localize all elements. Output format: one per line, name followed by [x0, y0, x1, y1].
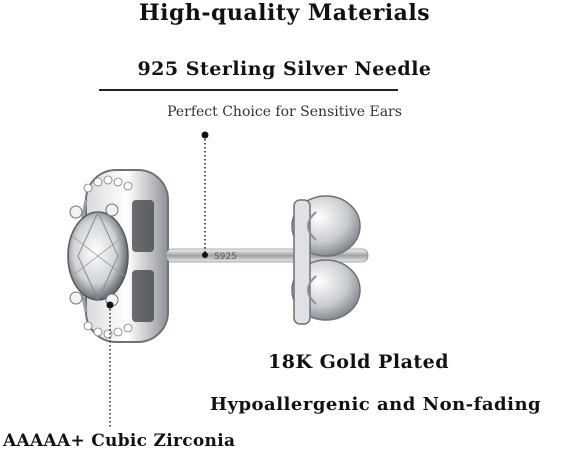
- butterfly-back-icon: [291, 195, 361, 325]
- pointer-lines: [106, 131, 209, 428]
- title-high-quality: High-quality Materials: [138, 0, 431, 26]
- caption-sensitive-ears: Perfect Choice for Sensitive Ears: [167, 104, 402, 120]
- hypoallergenic-label: Hypoallergenic and Non-fading: [210, 394, 542, 415]
- halo-stones: [83, 175, 133, 339]
- subtitle-needle: 925 Sterling Silver Needle: [137, 58, 432, 80]
- cubic-zirconia-gem-icon: [67, 203, 129, 307]
- gold-plated-label: 18K Gold Plated: [268, 351, 450, 373]
- s925-stamp: S925: [214, 252, 237, 262]
- cubic-zirconia-label: AAAAA+ Cubic Zirconia: [3, 431, 236, 451]
- underline-divider: [99, 89, 398, 91]
